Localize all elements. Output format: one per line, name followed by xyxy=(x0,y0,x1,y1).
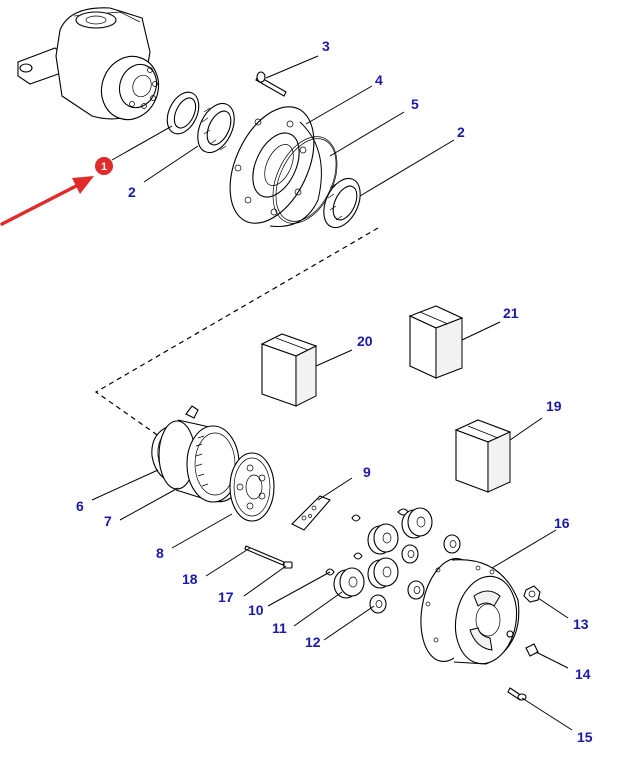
bearing-right xyxy=(323,177,361,229)
callout-5: 5 xyxy=(411,96,419,112)
callout-7: 7 xyxy=(104,513,112,529)
callout-6: 6 xyxy=(76,498,84,514)
callout-20: 20 xyxy=(357,333,373,349)
wheel-hub xyxy=(229,106,322,227)
housing-bolt xyxy=(507,687,527,701)
shaft-pin xyxy=(244,545,285,566)
marker-badge-1: 1 xyxy=(95,157,113,175)
callout-13: 13 xyxy=(573,616,589,632)
kit-box-20 xyxy=(260,333,318,407)
thrust-washer xyxy=(291,495,331,531)
steering-knuckle xyxy=(17,7,160,121)
planet-carrier xyxy=(229,452,275,522)
assembly-link-dashed xyxy=(94,227,379,459)
bearing-upper xyxy=(197,102,235,154)
callout-15: 15 xyxy=(577,729,593,745)
callout-2-bearing-left: 2 xyxy=(128,184,136,200)
callout-14: 14 xyxy=(575,666,591,682)
ring-gear xyxy=(158,405,241,503)
kit-box-21 xyxy=(408,305,464,379)
leader-lines xyxy=(91,55,573,731)
callout-21: 21 xyxy=(503,305,519,321)
drain-plug xyxy=(525,643,539,657)
callout-11: 11 xyxy=(272,620,287,636)
planet-gear-set xyxy=(325,507,461,614)
bolt xyxy=(255,71,287,97)
red-pointer-arrow xyxy=(0,176,94,226)
marker-number: 1 xyxy=(101,161,107,173)
callout-12: 12 xyxy=(305,634,321,650)
planetary-housing xyxy=(420,558,520,665)
callout-18: 18 xyxy=(182,571,198,587)
callout-9: 9 xyxy=(363,464,371,480)
seal-ring xyxy=(166,91,200,135)
callout-17: 17 xyxy=(218,589,234,605)
kit-box-19 xyxy=(454,419,512,493)
callout-10: 10 xyxy=(248,602,264,618)
hex-nut xyxy=(523,585,541,603)
callout-2-bearing-right: 2 xyxy=(457,124,465,140)
callout-3: 3 xyxy=(322,38,330,54)
callout-8: 8 xyxy=(156,545,164,561)
callout-4: 4 xyxy=(375,72,383,88)
callout-labels: 2 3 4 5 2 20 21 19 6 7 8 9 16 18 17 10 1… xyxy=(76,38,593,745)
callout-16: 16 xyxy=(554,515,570,531)
callout-19: 19 xyxy=(546,398,562,414)
